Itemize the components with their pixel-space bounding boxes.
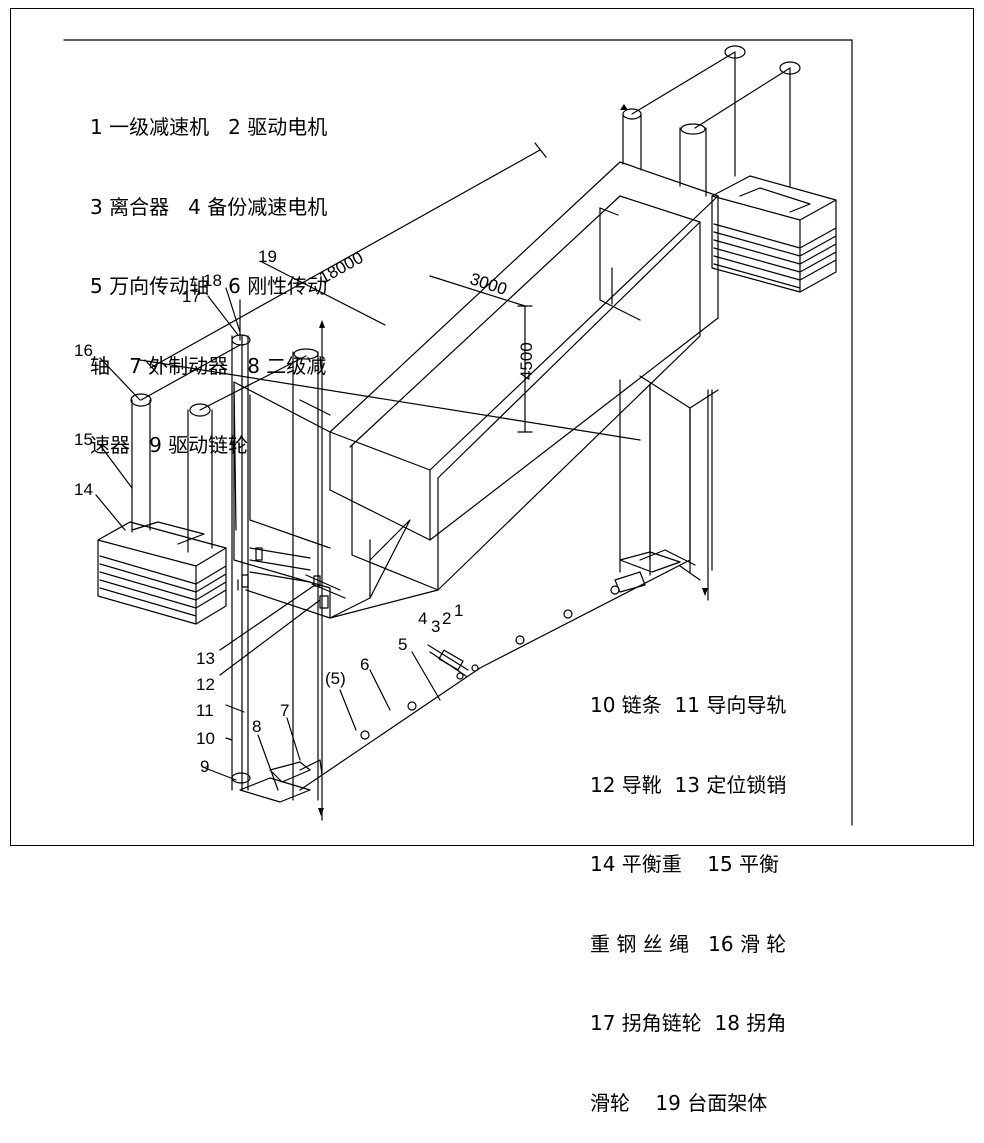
label-3: 3: [431, 617, 440, 636]
legend-line: 轴 7 外制动器 8 二级减: [90, 353, 327, 378]
label-11: 11: [196, 701, 214, 720]
legend-line: 14 平衡重 15 平衡: [590, 852, 780, 876]
legend-line: 1 一级减速机 2 驱动电机: [90, 115, 328, 139]
label-16: 16: [74, 341, 93, 360]
label-10: 10: [196, 729, 215, 748]
label-2: 2: [442, 609, 451, 628]
legend-bottom: 10 链条 11 导向导轨 12 导靴 13 定位锁销 14 平衡重 15 平衡…: [590, 639, 786, 1143]
legend-line: 速器 9 驱动链轮: [90, 433, 249, 457]
label-12: 12: [196, 675, 215, 694]
label-7: 7: [280, 701, 289, 720]
leader-lines: [95, 261, 441, 791]
legend-line: 滑轮 19 台面架体: [590, 1090, 768, 1115]
legend-line: 17 拐角链轮 18 拐角: [590, 1011, 787, 1035]
left-counterweight: [97, 344, 307, 625]
drive-shaft: [299, 559, 691, 791]
lower-drive-units: [239, 547, 701, 803]
label-9: 9: [200, 757, 209, 776]
dimension-lines: [139, 142, 641, 441]
figure-frame: [10, 8, 974, 846]
legend-line: 重 钢 丝 绳 16 滑 轮: [590, 931, 787, 956]
section-markers: [318, 104, 708, 816]
legend-top: 1 一级减速机 2 驱动电机 3 离合器 4 备份减速电机 5 万向传动轴 6 …: [90, 61, 327, 485]
label-14: 14: [74, 480, 93, 499]
label-6: 6: [360, 655, 369, 674]
legend-line: 12 导靴 13 定位锁销: [590, 772, 787, 797]
legend-line: 3 离合器 4 备份减速电机: [90, 194, 328, 219]
right-counterweight: [711, 175, 837, 293]
label-8: 8: [252, 717, 261, 736]
label-1: 1: [454, 601, 463, 620]
legend-line: 10 链条 11 导向导轨: [590, 693, 787, 717]
label-5: 5: [398, 635, 407, 654]
right-columns: [619, 45, 801, 601]
label-5-paren: (5): [325, 669, 346, 688]
label-4: 4: [418, 609, 427, 628]
label-18: 18: [203, 271, 222, 290]
label-17: 17: [182, 287, 201, 306]
equipment-diagram: 18000 3000 4500 19 18 17 16 15 14 13 12 …: [63, 39, 853, 826]
label-15: 15: [74, 430, 93, 449]
label-19: 19: [258, 247, 277, 266]
legend-line: 5 万向传动轴 6 刚性传动: [90, 274, 328, 298]
label-13: 13: [196, 649, 215, 668]
dim-height: 4500: [517, 342, 536, 380]
